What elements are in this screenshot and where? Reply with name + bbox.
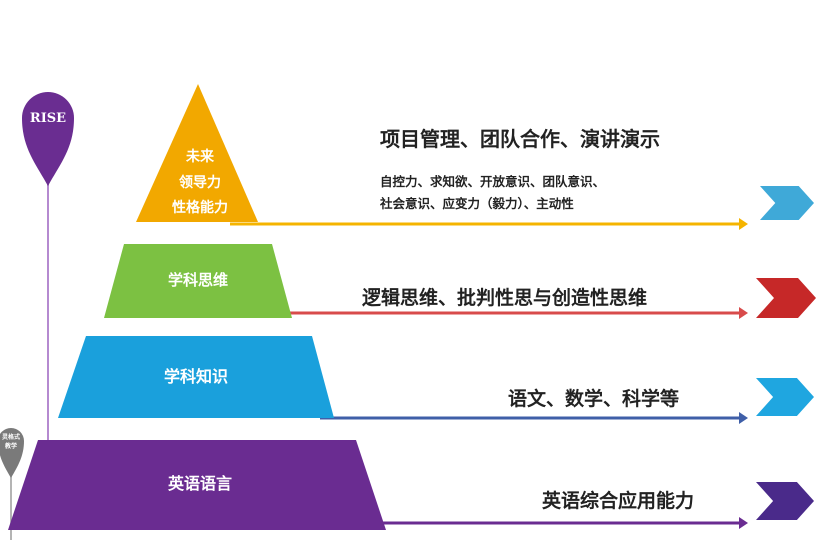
rise-pin-head: [22, 92, 74, 186]
desc-thinking: 逻辑思维、批判性思与创造性思维: [362, 286, 647, 309]
connector-arrowhead-4: [739, 218, 748, 230]
tier-3: 学科思维: [104, 244, 292, 318]
small-pin-line2: 教学: [4, 442, 17, 450]
small-pin-head: [0, 428, 24, 478]
tier-1: 英语语言: [8, 440, 386, 530]
tier-3-shape: [104, 244, 292, 318]
tier-2: 学科知识: [58, 336, 334, 418]
desc-knowledge: 语文、数学、科学等: [508, 387, 679, 410]
tier-1-label: 英语语言: [167, 474, 232, 493]
connector-arrowhead-2: [739, 412, 748, 424]
tier-3-label: 学科思维: [168, 271, 228, 289]
chevron-4: [760, 186, 814, 220]
desc-language: 英语综合应用能力: [542, 489, 694, 512]
tier-2-label: 学科知识: [164, 367, 228, 386]
tier-4-line2: 领导力: [179, 174, 221, 191]
tier-4: 未来 领导力 性格能力: [136, 84, 258, 222]
connector-arrowhead-1: [739, 517, 748, 529]
small-pin-line1: 灵格式: [1, 433, 20, 441]
rise-pin: RISE: [22, 92, 74, 186]
tier-4-line3: 性格能力: [172, 199, 228, 216]
tier-4-line1: 未来: [186, 148, 215, 165]
chevron-1: [756, 482, 814, 520]
desc-top-line3: 社会意识、应变力（毅力）、主动性: [379, 196, 574, 211]
tier-4-shape: [136, 84, 258, 222]
chevron-2: [756, 378, 814, 416]
desc-top-line2: 自控力、求知欲、开放意识、团队意识、: [380, 174, 605, 189]
tier-2-shape: [58, 336, 334, 418]
rise-pin-label: RISE: [30, 111, 66, 126]
tier-1-shape: [8, 440, 386, 530]
connector-arrowhead-3: [739, 307, 748, 319]
desc-top-heading: 项目管理、团队合作、演讲演示: [380, 127, 660, 151]
chevron-3: [756, 278, 816, 318]
